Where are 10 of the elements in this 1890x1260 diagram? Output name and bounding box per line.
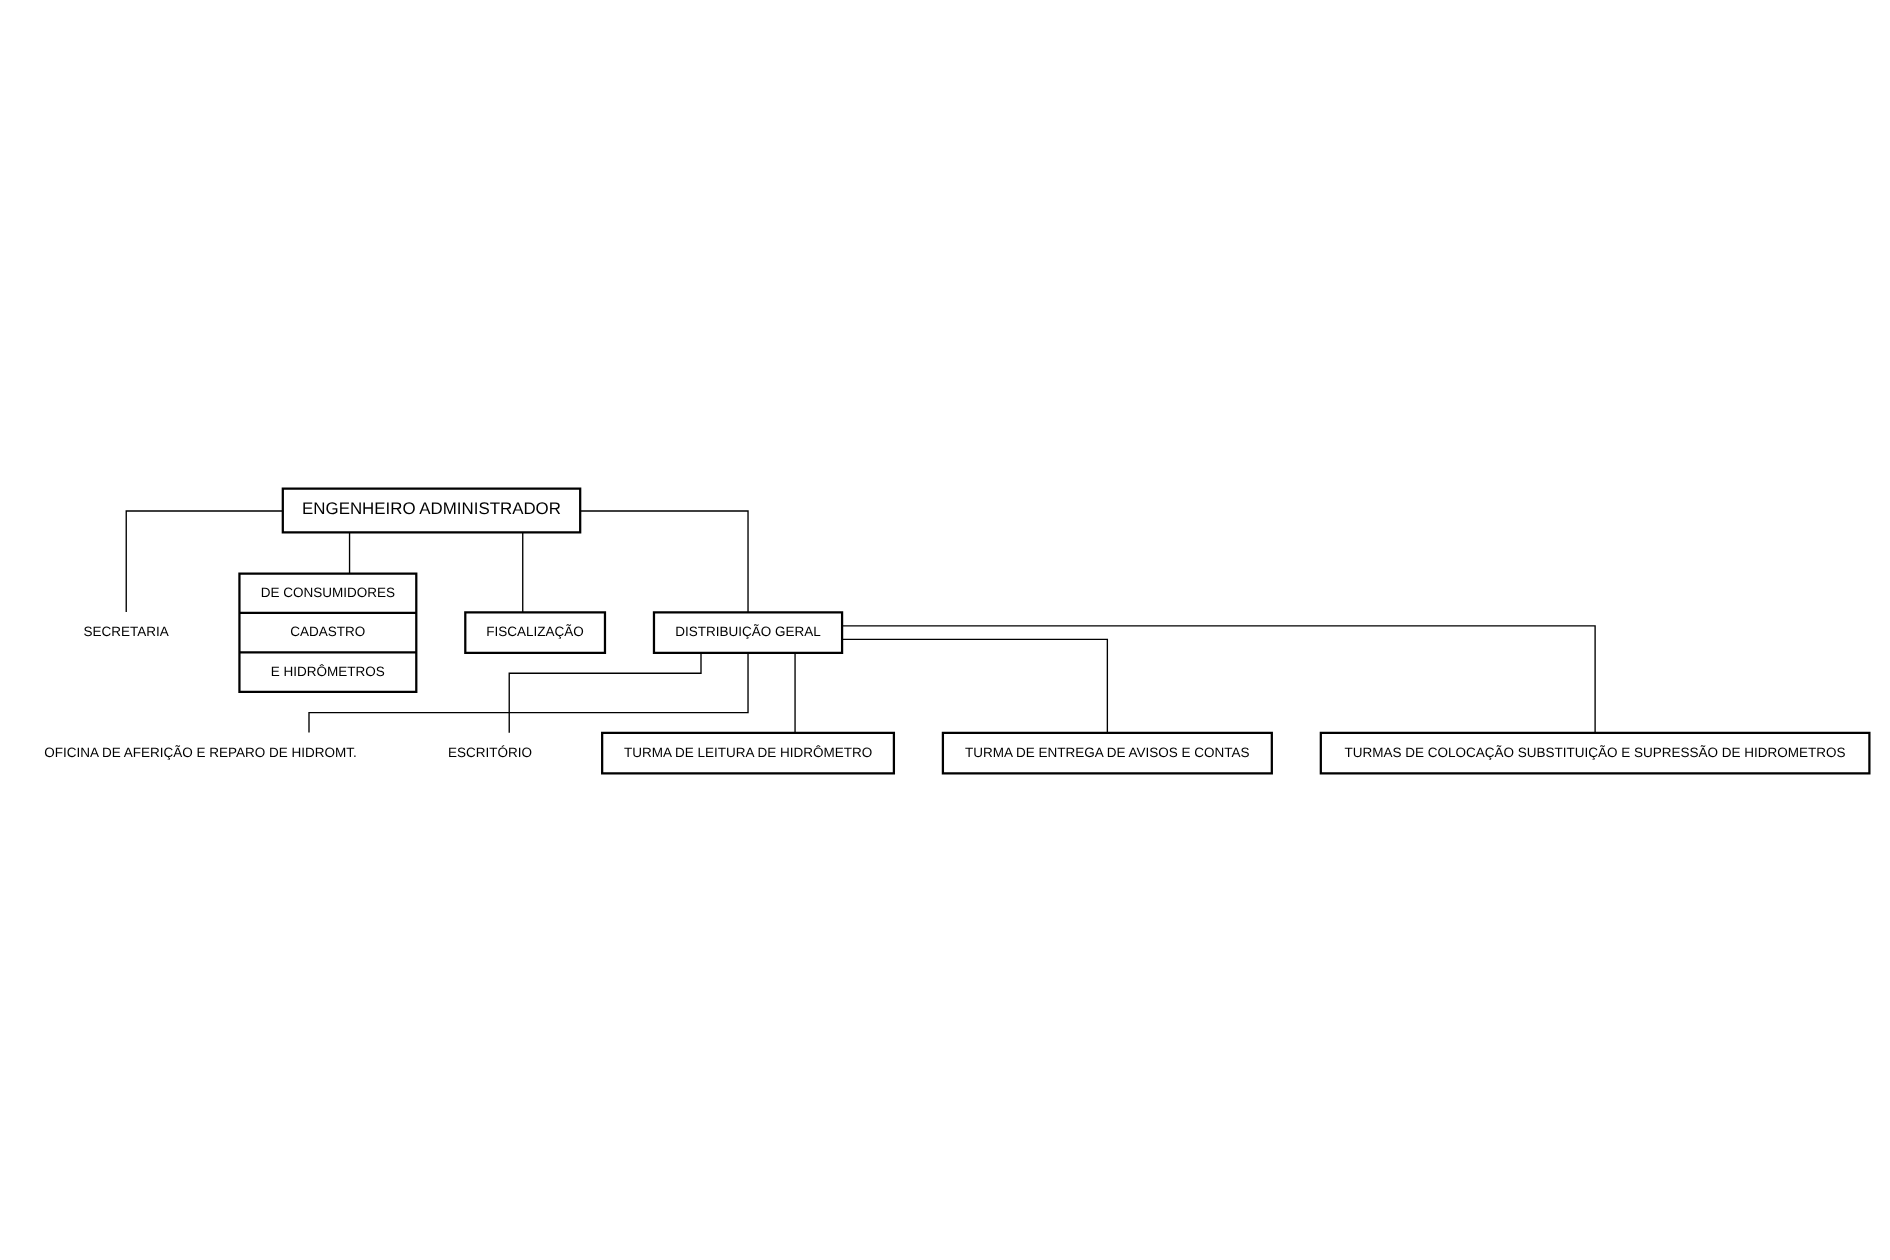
connector <box>507 651 701 733</box>
connector <box>840 637 1108 733</box>
connector <box>521 530 523 613</box>
connector <box>840 624 1595 733</box>
connector <box>124 509 283 612</box>
connector <box>578 509 748 612</box>
node-box: ENGENHEIRO ADMINISTRADOR <box>280 486 581 533</box>
connector <box>307 651 748 733</box>
connector <box>347 530 350 574</box>
connector <box>793 651 795 733</box>
